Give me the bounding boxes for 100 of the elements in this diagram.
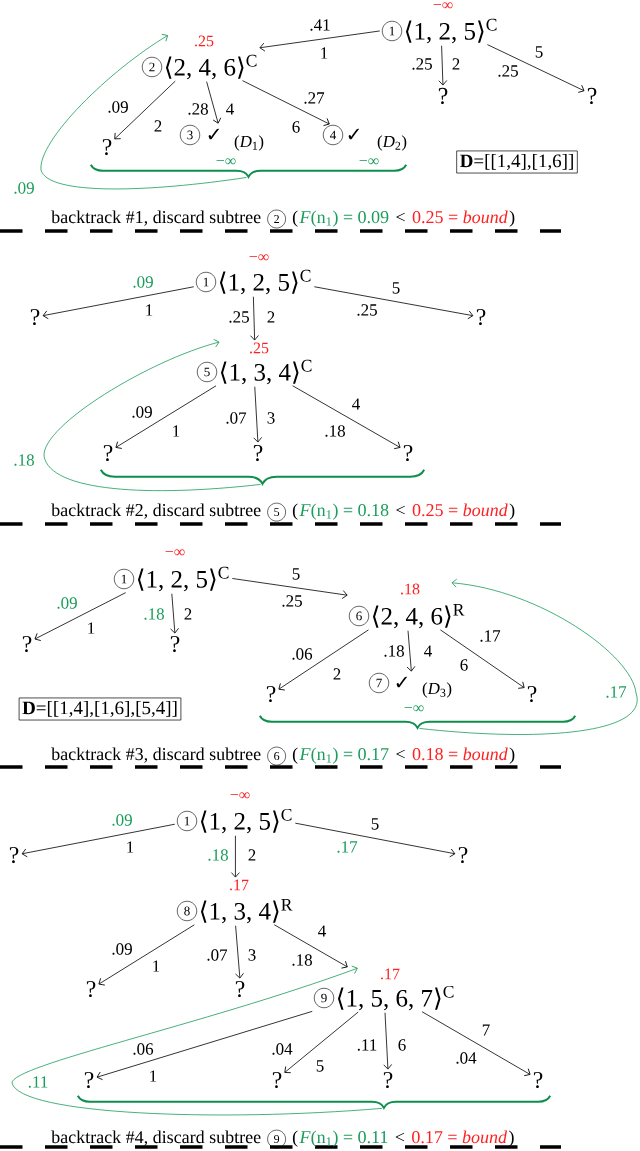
arrow [21, 823, 176, 858]
edge-value: .28 [188, 103, 208, 115]
node-score: −∞ [433, 2, 453, 9]
edge-label: .18 [14, 454, 34, 466]
feedback-arrow [40, 34, 247, 190]
edge-label: 6 [460, 659, 468, 671]
question-mark: ? [253, 444, 263, 462]
edge-label: 5 [392, 282, 400, 294]
edge-label: 5 [292, 568, 300, 580]
arrow [294, 822, 456, 858]
tuple-label: ⟨2, 4, 6⟩$^{R}$ [373, 604, 465, 629]
curly-brace [99, 468, 426, 485]
edge-value: .07 [226, 412, 247, 424]
edge-value: .09 [133, 276, 153, 288]
curly-brace [76, 1094, 552, 1109]
score-formula: F(n$_{1}$) = 0.17 [299, 747, 389, 764]
edge-label: 5 [535, 46, 543, 58]
edge-value: .41 [310, 19, 330, 31]
arrow [115, 385, 217, 449]
score-formula: F(n$_{1}$) = 0.11 [299, 1130, 388, 1147]
curly-brace [89, 163, 408, 178]
question-mark: ? [30, 308, 40, 326]
question-mark: ? [527, 685, 537, 703]
feedback-arrow [11, 965, 383, 1116]
caption-text: backtrack #4, discard subtree [51, 1130, 261, 1146]
arrow [440, 629, 525, 689]
set-box: D=[[1,4],[1,6]] [456, 150, 578, 174]
question-mark: ? [272, 1071, 282, 1089]
circled-number: 7 [368, 672, 390, 694]
node-score: .18 [401, 583, 420, 595]
edge-value: .18 [144, 608, 164, 620]
curly-brace [258, 714, 577, 729]
edge-value: .27 [304, 92, 325, 104]
arrow [313, 286, 474, 320]
edge-label: 3 [248, 949, 256, 961]
edge-value: .07 [207, 949, 228, 961]
circled-number: 1 [195, 271, 217, 293]
edge-label: 7 [482, 1024, 490, 1036]
node-score: .25 [250, 342, 269, 354]
tuple-label: ⟨2, 4, 6⟩$^{C}$ [166, 54, 257, 80]
circled-number: 2 [267, 209, 286, 229]
solution-label: (D$_{1}$) [234, 135, 264, 151]
edge-label: .17 [606, 686, 627, 698]
edge-label: 1 [146, 304, 153, 316]
arrow [284, 1011, 359, 1074]
arrow [206, 81, 222, 124]
tuple-label: ⟨1, 2, 5⟩$^{C}$ [406, 18, 497, 44]
edge-value: .11 [357, 1039, 377, 1051]
arrow [438, 45, 448, 86]
node-score: .25 [195, 35, 214, 47]
parenthesis: ( [292, 747, 298, 764]
bound-formula: 0.25 = bound [412, 210, 508, 224]
edge-value: .25 [412, 58, 432, 70]
circled-number: 6 [267, 746, 286, 766]
score-formula: F(n$_{1}$) = 0.09 [299, 210, 389, 227]
parenthesis: ( [292, 1130, 298, 1147]
tuple-label: ⟨1, 3, 4⟩$^{R}$ [201, 899, 293, 924]
circled-number: 3 [179, 124, 201, 146]
edge-label: 5 [371, 818, 379, 830]
arrow [231, 578, 348, 599]
arrow [34, 592, 127, 641]
edge-value: .18 [208, 849, 228, 861]
question-mark: ? [102, 138, 112, 156]
arrow [235, 925, 244, 979]
circled-number: 1 [113, 568, 135, 590]
node-score: .17 [381, 968, 400, 980]
node-score: −∞ [230, 792, 250, 799]
less-than-sign: < [396, 212, 405, 222]
edge-label: 1 [153, 960, 160, 972]
edge-label: 1 [127, 841, 134, 853]
question-mark: ? [383, 1071, 393, 1089]
edge-value: .18 [325, 425, 345, 437]
question-mark: ? [22, 635, 32, 653]
arrow [231, 835, 240, 878]
question-mark: ? [476, 308, 486, 326]
arrow [278, 629, 369, 691]
edge-label: 2 [452, 58, 460, 70]
edge-value: .09 [108, 101, 128, 113]
solution-label: (D$_{3}$) [422, 682, 452, 698]
arrow [96, 1010, 313, 1081]
question-mark: ? [9, 846, 19, 864]
edge-label: 4 [318, 925, 326, 937]
node-score: .17 [230, 879, 249, 891]
arrow [250, 296, 259, 341]
circled-number: 1 [176, 810, 198, 832]
feedback-arrow [419, 578, 638, 735]
score-value: −∞ [359, 158, 379, 165]
edge-value: .25 [229, 311, 249, 323]
parenthesis: ) [509, 747, 515, 764]
tuple-label: ⟨1, 2, 5⟩$^{C}$ [138, 566, 229, 592]
node-score: −∞ [249, 254, 269, 261]
question-mark: ? [170, 635, 180, 653]
arrow [253, 386, 263, 443]
check-mark: ✓ [208, 128, 219, 140]
circled-number: 8 [176, 900, 198, 922]
bound-formula: 0.18 = bound [412, 747, 508, 761]
question-mark: ? [403, 444, 413, 462]
edge-label: 2 [333, 668, 341, 680]
edge-label: 3 [267, 412, 275, 424]
tuple-label: ⟨1, 2, 5⟩$^{C}$ [201, 808, 292, 834]
